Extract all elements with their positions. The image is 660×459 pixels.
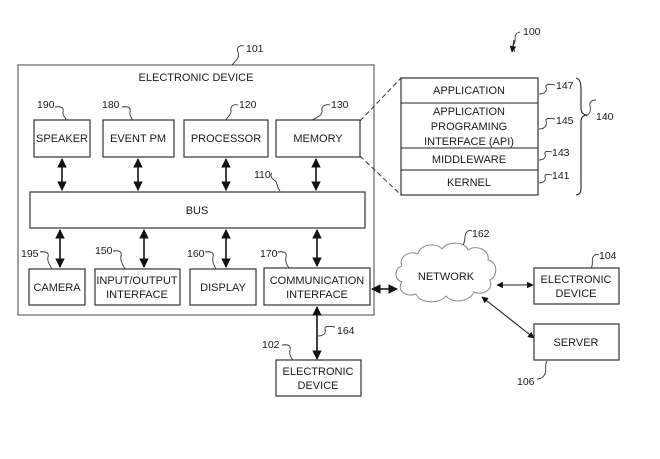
device102-label-line1: ELECTRONIC [283, 366, 354, 378]
figure-ref-label: 100 [523, 26, 541, 38]
connection-leader [317, 325, 336, 337]
block-speaker[interactable]: SPEAKER 190 [33, 99, 91, 158]
kernel-label: KERNEL [447, 177, 491, 189]
comm-label-line2: INTERFACE [286, 289, 348, 301]
memory-ref: 130 [331, 99, 349, 111]
io-label-line1: INPUT/OUTPUT [96, 275, 178, 287]
block-electronic-device-102[interactable]: ELECTRONIC DEVICE 102 [262, 339, 362, 397]
electronic-device-frame: ELECTRONIC DEVICE 101 [17, 43, 375, 316]
block-memory[interactable]: MEMORY 130 [275, 99, 361, 158]
device104-ref: 104 [599, 250, 617, 262]
device-title: ELECTRONIC DEVICE [139, 72, 254, 84]
block-bus[interactable]: BUS 110 [29, 169, 366, 229]
device102-ref: 102 [262, 339, 280, 351]
application-label: APPLICATION [433, 85, 505, 97]
processor-label: PROCESSOR [191, 133, 261, 145]
middleware-label: MIDDLEWARE [432, 154, 506, 166]
stack-brace [575, 77, 588, 196]
api-label-line2: PROGRAMING [431, 121, 507, 133]
stack-ref: 140 [596, 111, 614, 123]
comm-label-line1: COMMUNICATION [270, 275, 365, 287]
bus-ref: 110 [254, 169, 271, 181]
arrow-network-server [481, 296, 535, 339]
block-display[interactable]: DISPLAY 160 [187, 248, 257, 306]
server-ref: 106 [517, 376, 535, 388]
event-pm-ref: 180 [102, 99, 120, 111]
memory-zoom-line-top [359, 77, 402, 122]
block-electronic-device-104[interactable]: ELECTRONIC DEVICE 104 [533, 250, 620, 305]
block-camera[interactable]: CAMERA 195 [21, 248, 86, 306]
application-ref: 147 [556, 80, 574, 92]
network-cloud[interactable]: NETWORK 162 [395, 228, 497, 303]
network-label: NETWORK [418, 271, 475, 283]
device104-label-line2: DEVICE [556, 288, 597, 300]
display-label: DISPLAY [200, 282, 246, 294]
memory-zoom-line-bottom [359, 155, 402, 196]
event-pm-label: EVENT PM [110, 133, 166, 145]
comm-ref: 170 [260, 248, 278, 260]
layer-api[interactable]: APPLICATION PROGRAMING INTERFACE (API) [424, 106, 514, 148]
layer-application[interactable]: APPLICATION [433, 85, 505, 97]
kernel-ref: 141 [552, 170, 570, 182]
bus-label: BUS [186, 205, 209, 217]
io-ref: 150 [95, 245, 113, 257]
software-stack: APPLICATION APPLICATION PROGRAMING INTER… [400, 77, 614, 196]
api-label-line1: APPLICATION [433, 106, 505, 118]
memory-label: MEMORY [293, 133, 343, 145]
layer-kernel[interactable]: KERNEL [447, 177, 491, 189]
display-ref: 160 [187, 248, 205, 260]
camera-ref: 195 [21, 248, 39, 260]
server-label: SERVER [553, 337, 598, 349]
block-event-pm[interactable]: EVENT PM 180 [102, 99, 175, 158]
layer-middleware[interactable]: MIDDLEWARE [432, 154, 506, 166]
io-label-line2: INTERFACE [106, 289, 168, 301]
block-processor[interactable]: PROCESSOR 120 [183, 99, 269, 158]
figure-ref-100: 100 [509, 26, 541, 53]
network-ref: 162 [472, 228, 490, 240]
block-server[interactable]: SERVER 106 [517, 323, 620, 388]
connection-ref: 164 [337, 325, 355, 337]
device-ref: 101 [246, 43, 264, 55]
speaker-ref: 190 [37, 99, 55, 111]
middleware-ref: 143 [552, 147, 570, 159]
camera-label: CAMERA [33, 282, 81, 294]
api-ref: 145 [556, 115, 574, 127]
block-comm-interface[interactable]: COMMUNICATION INTERFACE 170 [260, 248, 371, 306]
api-label-line3: INTERFACE (API) [424, 136, 514, 148]
block-io-interface[interactable]: INPUT/OUTPUT INTERFACE 150 [94, 245, 181, 306]
processor-ref: 120 [239, 99, 257, 111]
device104-label-line1: ELECTRONIC [541, 274, 612, 286]
device102-label-line2: DEVICE [298, 380, 339, 392]
speaker-label: SPEAKER [36, 133, 88, 145]
